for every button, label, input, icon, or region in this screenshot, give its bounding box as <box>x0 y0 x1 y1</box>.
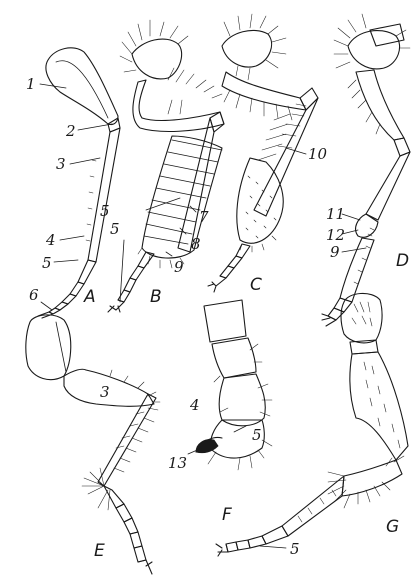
label-6: 6 <box>29 286 39 304</box>
leg-a <box>38 48 120 318</box>
panel-letter-c: C <box>250 275 262 295</box>
label-4-f: 4 <box>189 396 200 414</box>
leg-d-leaders <box>342 214 366 252</box>
label-9-d: 9 <box>330 243 340 261</box>
leg-g <box>216 293 408 556</box>
panel-letter-a: A <box>83 287 96 307</box>
label-3-a: 3 <box>56 155 66 173</box>
label-5-a: 5 <box>42 254 52 272</box>
label-10: 10 <box>308 145 328 163</box>
label-13: 13 <box>168 454 187 472</box>
label-5-f: 5 <box>252 426 262 444</box>
panel-letter-e: E <box>94 541 105 561</box>
label-9-b: 9 <box>174 258 184 276</box>
panel-letter-d: D <box>396 251 409 271</box>
label-4-a: 4 <box>45 231 56 249</box>
panel-letter-b: B <box>150 287 162 307</box>
label-5-b-lower: 5 <box>110 220 120 238</box>
label-3-e: 3 <box>100 383 110 401</box>
label-5-b-upper: 5 <box>100 202 110 220</box>
leg-g-leaders <box>260 546 286 548</box>
label-12: 12 <box>326 226 345 244</box>
leg-f <box>196 300 272 470</box>
label-7: 7 <box>199 208 209 226</box>
label-11: 11 <box>326 205 345 223</box>
leg-e <box>26 315 160 574</box>
leg-b <box>108 20 224 312</box>
label-8: 8 <box>191 235 201 253</box>
panel-letter-f: F <box>222 505 232 525</box>
label-1: 1 <box>26 75 36 93</box>
leg-d <box>322 14 410 326</box>
label-5-g: 5 <box>290 540 300 558</box>
panel-letter-g: G <box>386 517 399 537</box>
label-2: 2 <box>65 122 76 140</box>
